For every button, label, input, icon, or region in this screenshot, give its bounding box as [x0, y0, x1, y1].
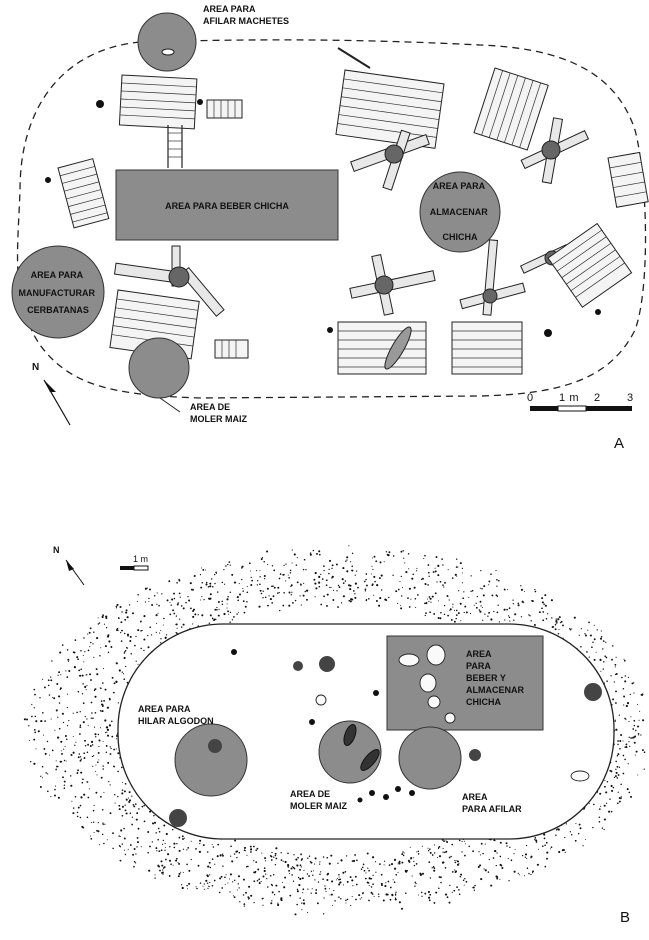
svg-text:N: N	[53, 545, 60, 555]
panel-letter-a: A	[614, 435, 624, 452]
bench-a9	[451, 321, 523, 375]
scale-bar-a: 0 1 m 2 3	[527, 392, 633, 412]
bench-a7	[547, 222, 633, 308]
label-manufacturar: AREA PARA MANUFACTURAR CERBATANAS	[18, 270, 97, 315]
area-almacenar-chicha-circle	[419, 171, 501, 253]
area-afilar-circle	[398, 726, 462, 790]
small-bench-a2	[214, 339, 249, 359]
hearth-a3	[520, 117, 590, 184]
pots	[315, 644, 590, 782]
panel-letter-b: B	[620, 909, 630, 926]
posts-b	[231, 649, 415, 803]
label-beber-almacenar: AREA PARA BEBER Y ALMACENAR CHICHA	[466, 649, 527, 707]
svg-text:2: 2	[594, 392, 600, 404]
house-outline-a	[16, 39, 647, 399]
bench-a3	[109, 289, 200, 360]
area-beber-chicha-rect	[115, 169, 339, 241]
area-moler-maiz-circle	[128, 337, 190, 399]
svg-text:1 m: 1 m	[133, 554, 148, 564]
area-hilar-circle	[174, 723, 248, 797]
svg-text:N: N	[32, 362, 39, 373]
label-moler-maiz: AREA DE MOLER MAIZ	[190, 402, 247, 424]
plan-b: AREA PARA BEBER Y ALMACENAR CHICHA AREA …	[23, 545, 646, 926]
bench-a5	[473, 67, 549, 151]
ladder-a	[167, 125, 183, 168]
label-afilar: AREA PARA AFILAR	[462, 792, 522, 814]
splotches-b	[169, 656, 602, 827]
svg-text:1: 1	[559, 392, 565, 404]
svg-text:0: 0	[527, 392, 533, 404]
hearth-a1	[113, 245, 225, 317]
area-manufacturar-circle	[11, 245, 105, 339]
hearth-a4	[349, 254, 436, 316]
hearth-a2	[350, 129, 430, 191]
north-arrow-b: N	[53, 545, 85, 586]
north-arrow-a: N	[32, 362, 71, 426]
area-beber-almacenar-rect	[386, 635, 544, 731]
area-afilar-machetes-circle	[137, 12, 197, 72]
plan-a: AREA PARA AFILAR MACHETES	[11, 4, 649, 452]
label-hilar: AREA PARA HILAR ALGODON	[138, 704, 214, 726]
hearth-a5	[459, 239, 526, 316]
label-almacenar-chicha: AREA PARA ALMACENAR CHICHA	[430, 181, 491, 242]
bench-a4	[335, 69, 445, 149]
bench-a1	[118, 74, 198, 130]
label-beber-chicha: AREA PARA BEBER CHICHA	[165, 201, 289, 211]
label-afilar-machetes: AREA PARA AFILAR MACHETES	[203, 4, 289, 26]
svg-text:m: m	[569, 392, 578, 404]
bench-a6	[607, 151, 649, 208]
bench-a8	[337, 321, 427, 375]
svg-text:3: 3	[627, 392, 633, 404]
small-bench-a1	[206, 99, 243, 119]
scale-bar-b: 1 m	[120, 554, 149, 571]
label-moler: AREA DE MOLER MAIZ	[290, 789, 347, 811]
bench-a2	[57, 158, 110, 229]
